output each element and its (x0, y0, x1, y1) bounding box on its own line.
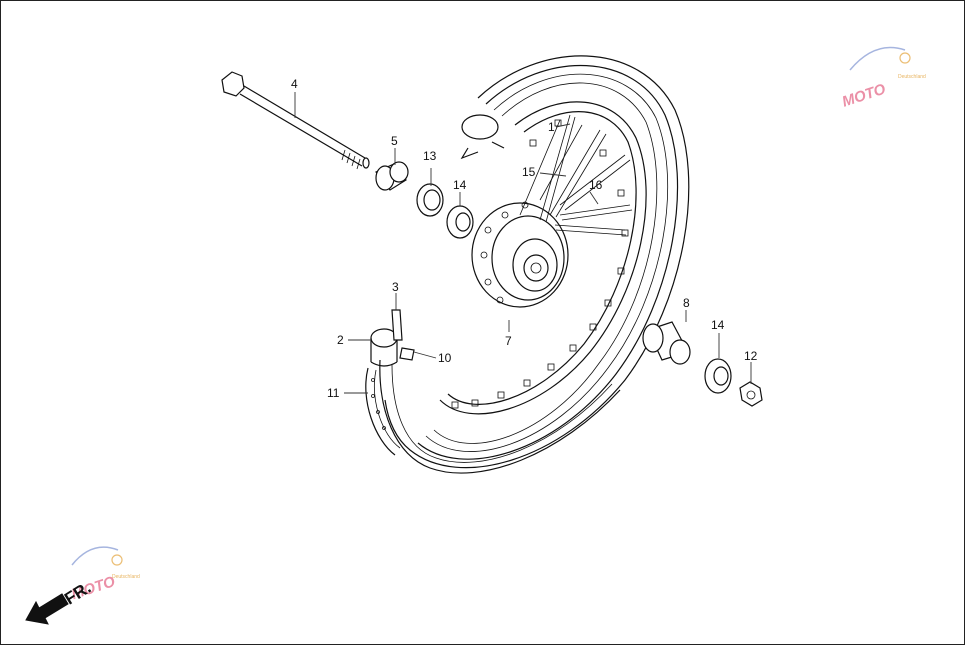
dust-seal (416, 183, 444, 217)
callout-7: 7 (505, 334, 512, 348)
callout-16: 16 (589, 178, 603, 192)
watermark-tagline-2: Deutschland (112, 574, 140, 580)
callout-13: 13 (423, 149, 437, 163)
arrow-left-down-icon (25, 593, 69, 625)
spacer-left (375, 161, 409, 191)
axle-bolt (221, 71, 370, 170)
wheel-assembly (379, 55, 690, 474)
callout-3: 3 (392, 280, 399, 294)
callout-5: 5 (391, 134, 398, 148)
tube-and-valve (365, 309, 415, 456)
callout-10: 10 (438, 351, 452, 365)
callout-14-right: 14 (711, 318, 725, 332)
callout-12: 12 (744, 349, 758, 363)
callout-2: 2 (337, 333, 344, 347)
callout-4: 4 (291, 77, 298, 91)
callout-15: 15 (522, 165, 536, 179)
axle-nut (739, 381, 763, 407)
front-direction-indicator: FR. (25, 578, 94, 625)
callout-14-left: 14 (453, 178, 467, 192)
watermark-tagline: Deutschland (898, 74, 926, 80)
leader-lines (294, 92, 752, 394)
watermark-top-right: MOTO Deutschland (840, 46, 926, 111)
callout-1: 1 (548, 120, 555, 134)
watermark-brand: MOTO (840, 81, 888, 111)
callout-11: 11 (327, 386, 340, 400)
bearing-right (704, 358, 732, 394)
callout-8: 8 (683, 296, 690, 310)
bearing-left (446, 205, 474, 239)
spacer-right (642, 321, 691, 365)
